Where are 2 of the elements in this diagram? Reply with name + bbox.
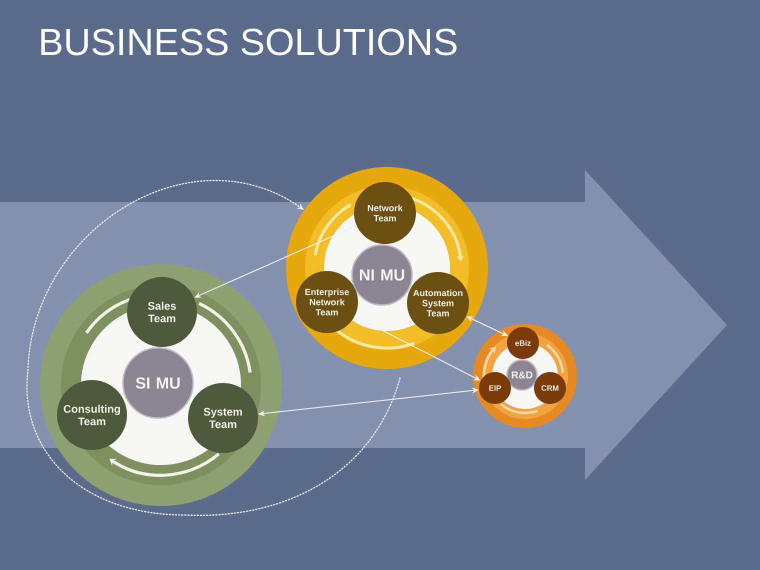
title: BUSINESS SOLUTIONS: [41, 28, 457, 56]
dotted-arrow: [26, 180, 401, 516]
